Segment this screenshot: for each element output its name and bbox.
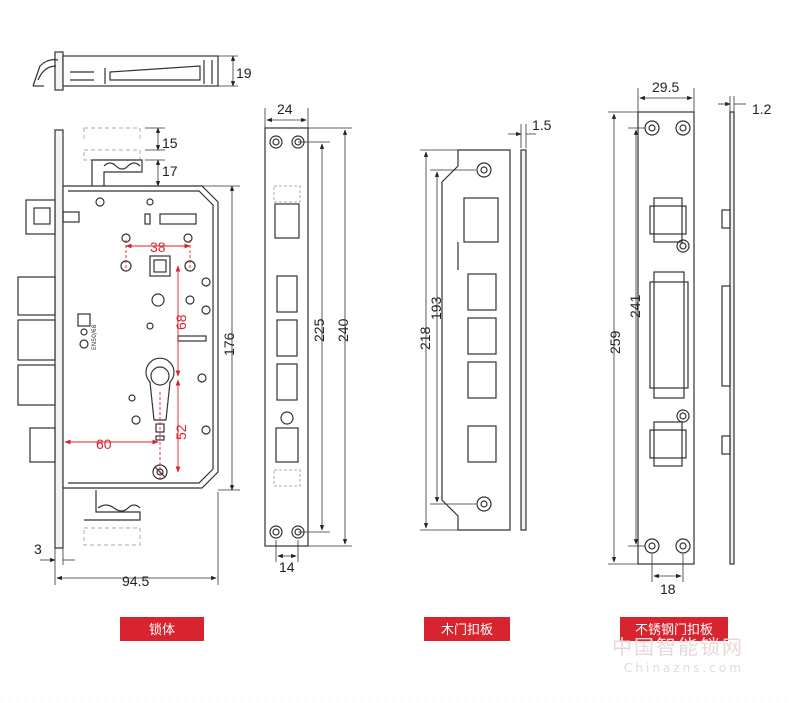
lock-body-dimensions xyxy=(40,127,240,585)
spindle-spacing-label: 38 xyxy=(150,239,166,255)
steel-strike-thickness-label: 1.2 xyxy=(752,101,772,117)
cylinder-offset-label: 52 xyxy=(173,424,189,440)
latch-offset-b-label: 17 xyxy=(162,163,178,179)
wood-strike-dimensions xyxy=(420,124,536,531)
steel-strike-bottom-width-label: 18 xyxy=(660,581,676,597)
top-height-label: 19 xyxy=(236,65,252,81)
wood-strike-inner-height-label: 193 xyxy=(428,296,444,320)
steel-strike-dimensions xyxy=(608,88,746,582)
steel-strike-drawing xyxy=(637,111,735,565)
wood-strike-outer-height-label: 218 xyxy=(417,326,433,350)
steel-strike-caption: 不锈钢门扣板 xyxy=(635,623,713,638)
faceplate-thickness-label: 3 xyxy=(34,541,42,557)
steel-strike-outer-height-label: 259 xyxy=(607,330,623,354)
watermark-url: Chinazns.com xyxy=(624,661,744,675)
center-distance-label: 68 xyxy=(173,314,189,330)
faceplate-total-height-label: 240 xyxy=(335,318,351,342)
steel-strike-inner-height-label: 241 xyxy=(627,294,643,318)
latch-offset-a-label: 15 xyxy=(162,135,178,151)
body-height-label: 176 xyxy=(221,332,237,356)
steel-strike-caption-box xyxy=(620,617,728,641)
faceplate-drawing xyxy=(264,127,309,547)
faceplate-bottom-width-label: 14 xyxy=(279,559,295,575)
lock-body-red-dimensions xyxy=(64,240,191,480)
wood-strike-drawing xyxy=(441,149,527,531)
lock-top-view xyxy=(32,51,238,91)
backset-label: 60 xyxy=(96,436,112,452)
body-width-label: 94.5 xyxy=(122,573,149,589)
steel-strike-width-label: 29.5 xyxy=(652,79,679,95)
lock-stamp-text: EN50/68 xyxy=(91,324,98,350)
lock-body xyxy=(17,127,219,549)
wood-strike-caption-box xyxy=(424,617,510,641)
watermark-text: 中国智能锁网 xyxy=(612,635,744,659)
lock-body-caption-box xyxy=(120,617,204,641)
faceplate-dimensions xyxy=(264,108,352,562)
faceplate-width-label: 24 xyxy=(277,101,293,117)
wood-strike-thickness-label: 1.5 xyxy=(532,117,552,133)
faceplate-inner-height-label: 225 xyxy=(311,318,327,342)
lock-body-caption: 锁体 xyxy=(149,622,175,638)
wood-strike-caption: 木门扣板 xyxy=(441,623,493,638)
